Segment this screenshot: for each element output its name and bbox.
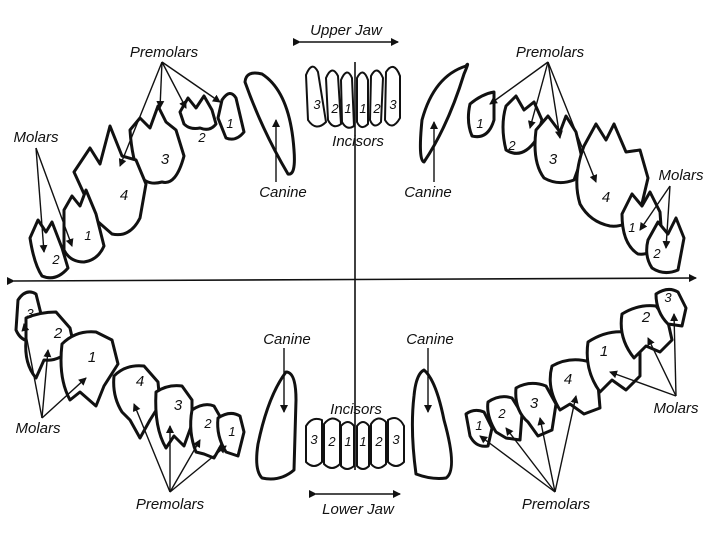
molar-number: 1 xyxy=(84,228,91,243)
lower-incisor-number: 3 xyxy=(392,432,400,447)
lower-incisors xyxy=(305,417,405,470)
lower-incisor-number: 3 xyxy=(310,432,318,447)
upper-jaw-label: Upper Jaw xyxy=(310,22,383,39)
premolar-number: 3 xyxy=(174,397,183,414)
molar-number: 1 xyxy=(628,220,635,235)
upper-left-canine xyxy=(243,71,296,176)
upper-incisor-number: 2 xyxy=(330,101,339,116)
upper-incisor-number: 1 xyxy=(344,101,351,116)
premolar-number: 1 xyxy=(226,116,233,131)
pointer-arrows xyxy=(21,61,679,493)
premolar-number: 3 xyxy=(549,151,558,168)
lower-left-molars-label: Molars xyxy=(15,420,61,437)
premolar-number: 1 xyxy=(475,418,482,433)
premolar-number: 1 xyxy=(228,424,235,439)
upper-left-premolars xyxy=(72,92,246,237)
premolar-number: 4 xyxy=(602,189,610,206)
molar-number: 1 xyxy=(600,343,608,360)
upper-incisor-number: 3 xyxy=(389,97,397,112)
upper-left-molars-label: Molars xyxy=(13,129,59,146)
upper-incisors-label: Incisors xyxy=(332,133,384,150)
premolar-number: 3 xyxy=(161,151,170,168)
lower-left-premolars xyxy=(112,364,246,460)
upper-right-premolars xyxy=(466,90,650,228)
premolar-number: 2 xyxy=(197,130,206,145)
upper-incisor-number: 2 xyxy=(372,101,381,116)
upper-right-canine-label: Canine xyxy=(404,184,452,201)
lower-left-premolars-label: Premolars xyxy=(136,496,205,513)
upper-right-molars-label: Molars xyxy=(658,167,704,184)
molar-number: 2 xyxy=(652,246,661,261)
molar-number: 3 xyxy=(664,290,672,305)
lower-incisor-number: 1 xyxy=(359,434,366,449)
lower-right-premolars-label: Premolars xyxy=(522,496,591,513)
upper-right-canine xyxy=(418,62,470,164)
upper-incisor-number: 3 xyxy=(313,97,321,112)
premolar-number: 4 xyxy=(120,187,128,204)
premolar-number: 2 xyxy=(507,138,516,153)
premolar-number: 4 xyxy=(136,373,144,390)
upper-right-premolars-label: Premolars xyxy=(516,44,585,61)
lower-left-canine-label: Canine xyxy=(263,331,311,348)
molar-number: 2 xyxy=(51,252,60,267)
lower-right-molars xyxy=(585,287,688,394)
premolar-number: 2 xyxy=(497,406,506,421)
upper-left-molars xyxy=(28,188,106,280)
molar-number: 3 xyxy=(26,306,34,321)
lower-right-molars-label: Molars xyxy=(653,400,699,417)
lower-incisor-number: 2 xyxy=(327,434,336,449)
molar-number: 2 xyxy=(641,309,651,326)
upper-incisors xyxy=(305,65,401,129)
lower-incisor-number: 2 xyxy=(374,434,383,449)
lower-incisor-number: 1 xyxy=(344,434,351,449)
premolar-number: 1 xyxy=(476,116,483,131)
upper-left-canine-label: Canine xyxy=(259,184,307,201)
lower-jaw-label: Lower Jaw xyxy=(322,501,395,518)
lower-right-canine-label: Canine xyxy=(406,331,454,348)
premolar-number: 4 xyxy=(564,371,572,388)
molar-number: 1 xyxy=(88,349,96,366)
premolar-number: 3 xyxy=(530,395,539,412)
molar-number: 2 xyxy=(53,325,63,342)
upper-incisor-number: 1 xyxy=(359,101,366,116)
lower-right-canine xyxy=(410,368,453,480)
premolar-number: 2 xyxy=(203,416,212,431)
lower-incisors-label: Incisors xyxy=(330,401,382,418)
upper-left-premolars-label: Premolars xyxy=(130,44,199,61)
lower-left-canine xyxy=(255,370,298,481)
